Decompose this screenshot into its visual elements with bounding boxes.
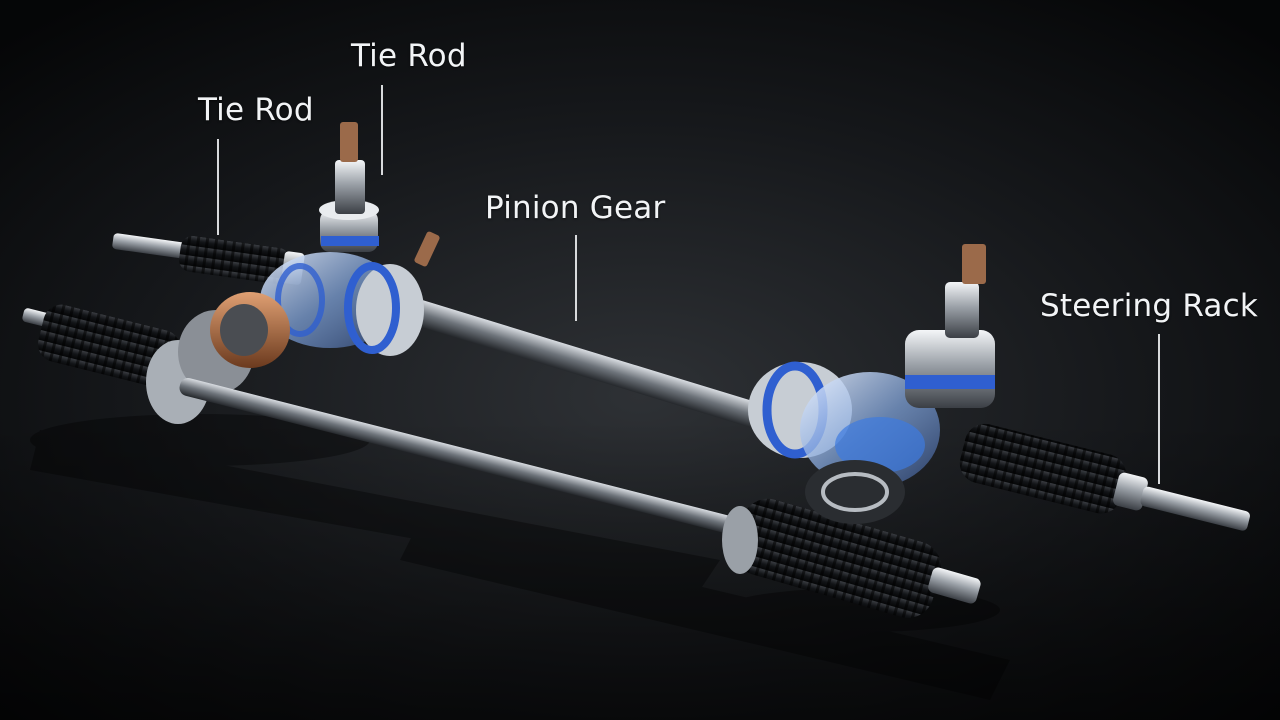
lower-tie-rod-assembly bbox=[22, 292, 981, 618]
steering-rack-leader-line bbox=[1158, 334, 1160, 484]
floor-reflection bbox=[30, 414, 1010, 700]
upper-rack-assembly bbox=[112, 122, 1250, 531]
right-housing bbox=[748, 244, 995, 488]
tie-rod-upper-leader-line bbox=[381, 85, 383, 175]
tie-rod-upper-label: Tie Rod bbox=[351, 38, 467, 74]
pinion-housing bbox=[260, 122, 440, 356]
pinion-gear-label: Pinion Gear bbox=[485, 190, 666, 226]
tie-rod-left-leader-line bbox=[217, 139, 219, 235]
tie-rod-left-label: Tie Rod bbox=[198, 92, 314, 128]
pinion-gear-leader-line bbox=[575, 235, 577, 321]
steering-rack-label: Steering Rack bbox=[1040, 288, 1258, 324]
